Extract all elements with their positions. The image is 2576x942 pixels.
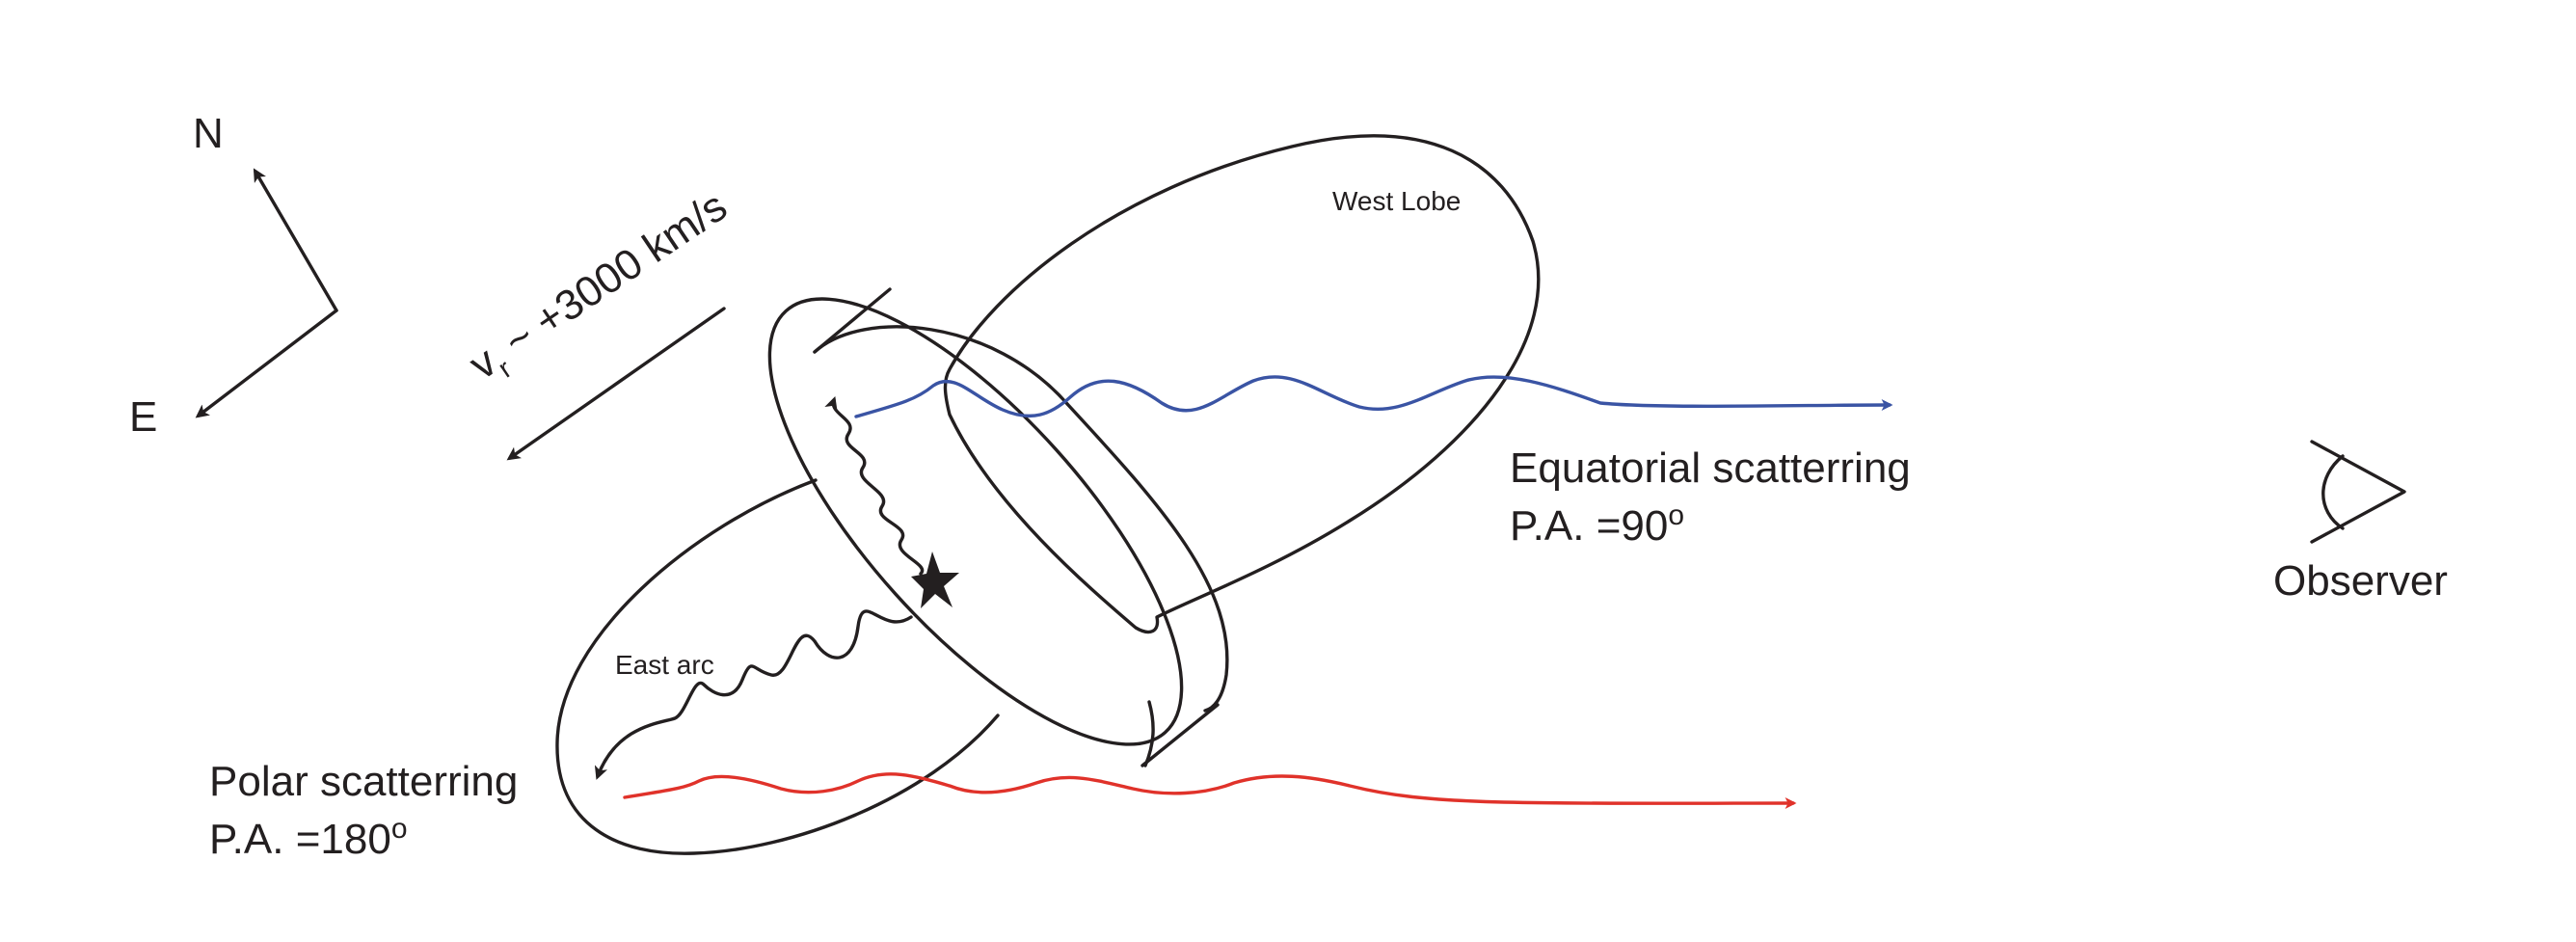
torus-notch [1143,700,1155,767]
velocity-label: vr ~ +3000 km/s [461,182,739,395]
velocity-value: ~ +3000 km/s [486,182,736,372]
polar-ray [623,772,1797,810]
equatorial-torus [767,287,1229,767]
observer-eye-icon [2310,440,2406,544]
north-label: N [193,110,224,157]
equatorial-ray [854,375,1893,418]
west-lobe-label: West Lobe [1332,186,1461,216]
torus-front-ellipse [767,297,1184,746]
equatorial-pa-value: P.A. =90 [1510,502,1668,550]
west-lobe [943,134,1541,634]
north-arrow [253,168,338,312]
east-arc-lobe [555,478,1000,855]
torus-side-bottom [1140,703,1220,767]
photon-path-to-torus [824,396,925,576]
east-label: E [129,393,157,441]
velocity-arrow [506,307,726,461]
polar-pa-value: P.A. =180 [209,816,391,863]
polar-pa: P.A. =180o [209,813,408,863]
polar-title: Polar scatterring [209,758,518,805]
equatorial-title: Equatorial scatterring [1510,444,1911,492]
east-arc-label: East arc [615,650,714,680]
east-arrow [195,309,338,418]
observer-label: Observer [2273,557,2448,605]
central-star-icon [911,552,959,608]
torus-side-top [813,287,892,354]
compass: N E [129,110,338,441]
photon-path-to-east-arc [594,609,913,780]
equatorial-degree: o [1668,499,1684,531]
polar-degree: o [391,813,408,845]
polar-scattering-label: Polar scatterring P.A. =180o [209,758,518,863]
torus-back-rim [813,325,1229,713]
equatorial-scattering-label: Equatorial scatterring P.A. =90o [1510,444,1911,550]
equatorial-pa: P.A. =90o [1510,499,1684,550]
